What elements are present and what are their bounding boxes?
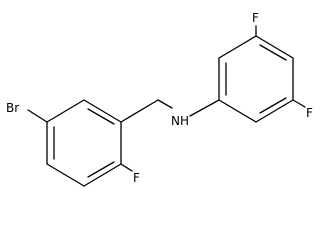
aromatic-bond [87,108,115,125]
bond-c-br [27,109,48,123]
aromatic-bond [87,161,115,178]
aromatic-bond [259,97,287,114]
bond [218,35,257,59]
atom-label-f-top: F [252,11,259,25]
bond-n-ring [189,99,220,117]
bond [46,99,85,123]
bond [83,163,122,187]
bond [83,99,122,123]
bond [255,99,294,123]
bond-ring-ch2 [120,99,159,123]
atom-label-f-ortho: F [133,171,140,185]
difluorophenyl-ring [218,35,294,123]
bond-c-f [120,163,133,172]
bond [255,35,294,59]
bond [46,163,85,187]
bond-ch2-n [157,99,173,109]
aromatic-bond [259,44,287,61]
atom-label-f-right: F [306,106,313,120]
molecule-structure: Br F NH F F [6,11,313,187]
atom-label-nh: NH [171,114,189,128]
bond-c-f-right [292,99,306,108]
bromofluorophenyl-ring [46,99,122,187]
bond [218,99,257,123]
atom-label-br: Br [6,101,19,115]
